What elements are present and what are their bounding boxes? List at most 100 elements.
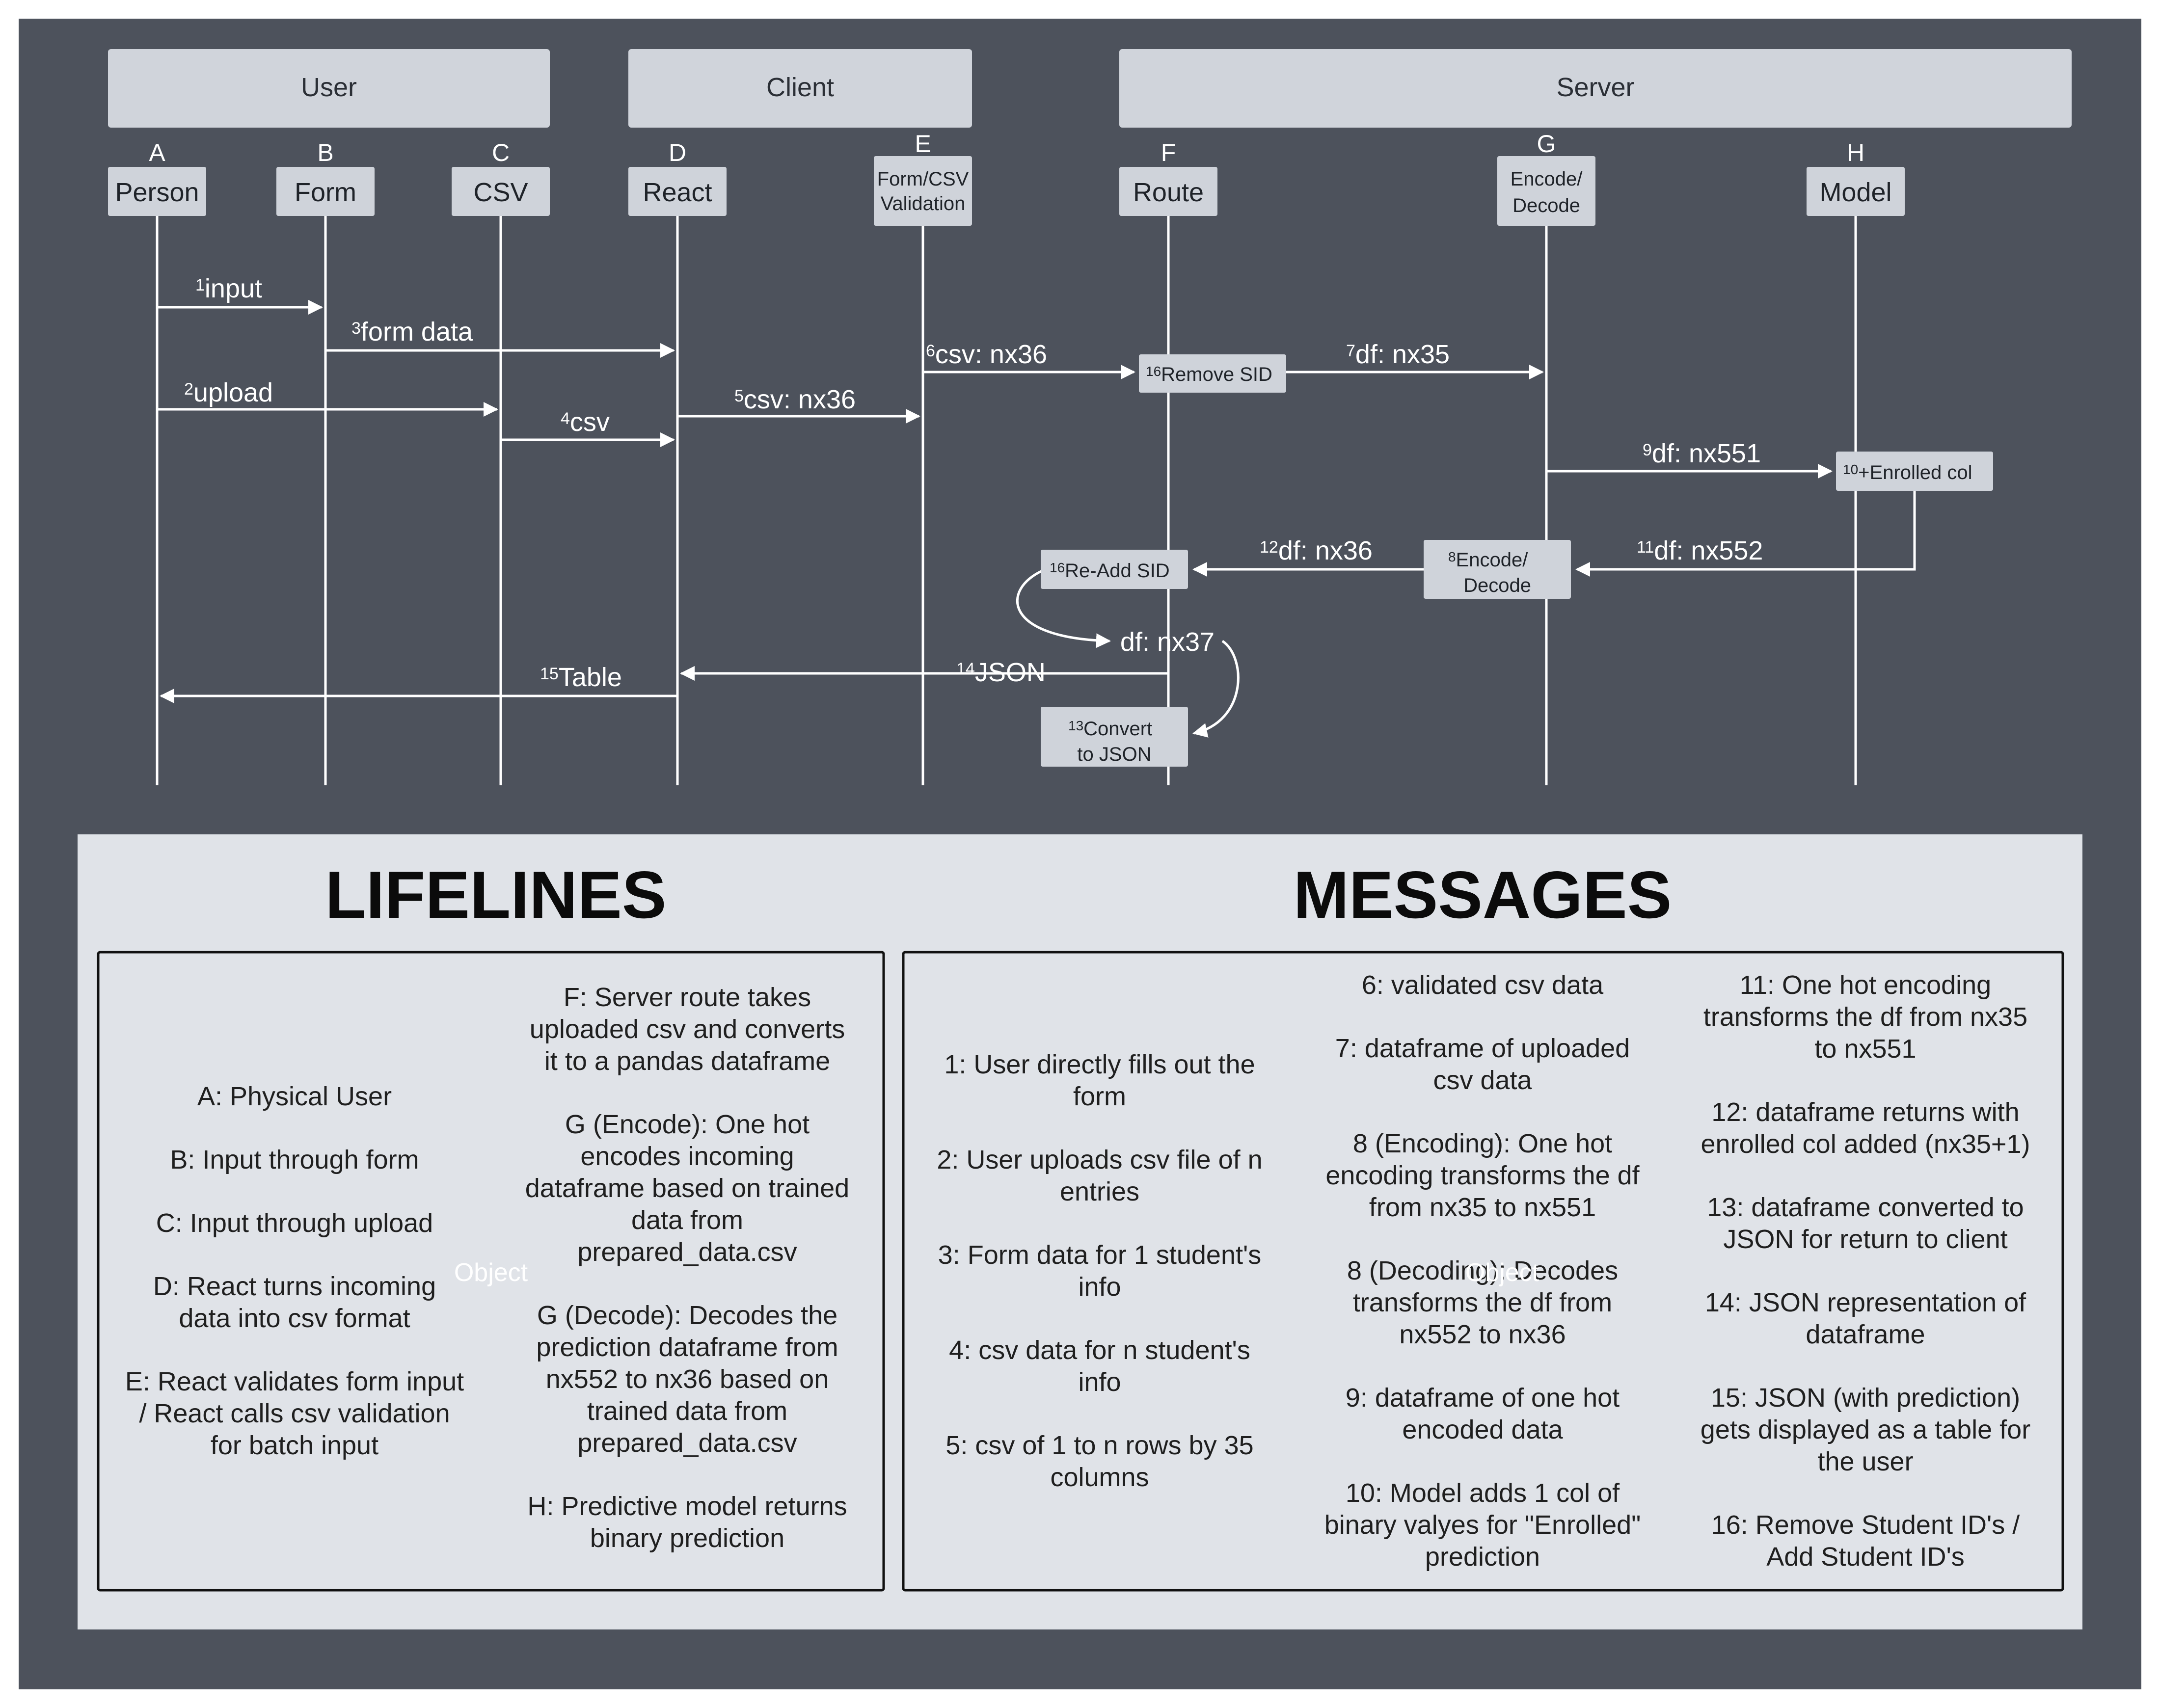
legend-entry-lifelines-col2-3-line-4: trained data from [587,1396,787,1426]
message-label-9: 9df: nx551 [1643,439,1761,468]
legend-lifelines-box [97,951,885,1592]
legend-entry-lifelines-col1-5-line-1: E: React validates form input [125,1367,464,1396]
activation-enrolled-col: 10+Enrolled col [1836,452,1993,491]
legend-entry-messages-col1-5-line-1: 5: csv of 1 to n rows by 35 [945,1431,1253,1460]
legend-entry-lifelines-col2-1-line-1: F: Server route takes [564,983,811,1012]
legend-entry-lifelines-col2-3-line-1: G (Decode): Decodes the [537,1301,837,1330]
activation-convert-json-label-1: 13Convert [1068,718,1152,740]
legend-entry-lifelines-col1-5-line-2: / React calls csv validation [139,1399,450,1428]
message-label-2: 2upload [184,378,273,407]
legend-lifelines-title: LIFELINES [325,857,666,932]
lifeline-head-a-label: Person [115,178,199,207]
legend-entry-messages-col3-4-line-2: dataframe [1806,1320,1925,1349]
legend-entry-messages-col1-3-line-2: info [1078,1272,1121,1302]
activation-convert-json: 13Convert to JSON [1041,707,1188,767]
ghost-object-label-1: Object [454,1258,528,1287]
legend-entry-messages-col1-1-line-1: 1: User directly fills out the [944,1050,1255,1079]
message-label-5: 5csv: nx36 [734,385,856,414]
activation-remove-sid: 16Remove SID [1139,354,1286,393]
activation-encode-decode-label-2: Decode [1463,575,1531,596]
legend-entry-messages-col3-2-line-1: 12: dataframe returns with [1711,1097,2019,1127]
legend-entry-messages-col2-4-line-1: 8 (Decoding): Decodes [1347,1256,1618,1285]
legend-entry-messages-col1-2-line-1: 2: User uploads csv file of n [937,1145,1262,1174]
legend-entry-lifelines-col2-2-line-1: G (Encode): One hot [565,1110,810,1139]
legend-entry-messages-col2-3-line-1: 8 (Encoding): One hot [1353,1129,1612,1158]
lifeline-head-h-label: Model [1819,178,1891,207]
legend-entry-messages-col3-6-line-2: Add Student ID's [1766,1542,1965,1572]
legend-entry-messages-col2-1-line-1: 6: validated csv data [1362,970,1604,1000]
lifeline-head-f: Route [1119,167,1217,216]
message-label-1: 1input [195,274,262,303]
legend-entry-messages-col2-6-line-3: prediction [1425,1542,1540,1572]
lifeline-head-g-label-1: Encode/ [1511,168,1583,190]
legend-entry-messages-col3-3-line-1: 13: dataframe converted to [1707,1193,2024,1222]
legend-messages-col2: 6: validated csv data 7: dataframe of upl… [1324,970,1641,1572]
legend-entry-lifelines-col1-1-line-1: A: Physical User [197,1082,392,1111]
legend-entry-messages-col1-2-line-2: entries [1060,1177,1139,1206]
legend-entry-lifelines-col1-4-line-1: D: React turns incoming [153,1272,436,1301]
lifeline-letter-e: E [915,130,931,158]
lifeline-letter-f: F [1161,139,1176,166]
message-label-15: 15Table [540,663,622,692]
group-header-server: Server [1119,49,2072,128]
legend-entry-messages-col2-6-line-1: 10: Model adds 1 col of [1346,1478,1620,1508]
activation-remove-sid-label: 16Remove SID [1146,364,1272,385]
lifeline-head-d-label: React [643,178,712,207]
legend-entry-lifelines-col2-3-line-2: prediction dataframe from [536,1333,838,1362]
legend-entry-messages-col1-1-line-2: form [1073,1082,1126,1111]
legend-entry-messages-col3-5-line-1: 15: JSON (with prediction) [1711,1383,2020,1413]
lifeline-lines [156,216,1857,785]
legend-entry-messages-col3-2-line-2: enrolled col added (nx35+1) [1701,1129,2030,1159]
legend-entry-messages-col2-2-line-1: 7: dataframe of uploaded [1335,1034,1630,1063]
lifeline-head-e-label-1: Form/CSV [877,168,969,190]
self-arrow-readd [1016,569,1111,648]
legend-entry-messages-col3-4-line-1: 14: JSON representation of [1705,1288,2026,1317]
legend-entry-messages-col3-1-line-1: 11: One hot encoding [1740,970,1991,1000]
legend-entry-lifelines-col1-5-line-3: for batch input [211,1431,378,1460]
legend-entry-lifelines-col1-4-line-2: data into csv format [179,1304,410,1333]
message-label-4: 4csv [561,407,610,437]
legend-entry-lifelines-col1-2-line-1: B: Input through form [170,1145,419,1174]
legend-entry-messages-col2-6-line-2: binary valyes for "Enrolled" [1324,1510,1641,1540]
legend-entry-messages-col2-2-line-2: csv data [1433,1066,1532,1095]
legend-entry-lifelines-col2-2-line-3: dataframe based on trained [525,1174,849,1203]
self-arrow-convert [1192,640,1240,738]
legend-entry-lifelines-col1-3-line-1: C: Input through upload [156,1208,433,1238]
legend-entry-messages-col3-3-line-2: JSON for return to client [1723,1225,2007,1254]
legend-messages-title: MESSAGES [1294,857,1672,932]
lifeline-head-d: React [628,167,727,216]
legend-entry-messages-col1-4-line-1: 4: csv data for n student's [949,1335,1250,1365]
group-header-client: Client [628,49,972,128]
legend-entry-lifelines-col2-3-line-3: nx552 to nx36 based on [546,1364,829,1394]
legend-entry-messages-col2-5-line-2: encoded data [1402,1415,1563,1444]
message-arrow-11 [1575,491,1916,577]
lifeline-letters: A B C D E F G H [149,130,1864,166]
legend-entry-lifelines-col2-4-line-1: H: Predictive model returns [527,1492,847,1521]
legend-entry-messages-col3-6-line-1: 16: Remove Student ID's / [1711,1510,2020,1540]
legend-entry-messages-col3-5-line-3: the user [1817,1447,1913,1476]
lifeline-head-e-label-2: Validation [881,193,966,214]
activation-readd-sid: 16Re-Add SID [1041,550,1188,589]
legend-messages-box [902,951,2064,1592]
legend-entry-messages-col2-4-line-2: transforms the df from [1353,1288,1612,1317]
group-header-user-label: User [301,73,357,102]
lifeline-letter-a: A [149,139,165,166]
message-label-3: 3form data [351,317,473,347]
lifeline-head-h: Model [1807,167,1905,216]
activation-enrolled-col-label: 10+Enrolled col [1843,462,1972,483]
message-label-14: 14JSON [956,658,1046,687]
lifeline-head-g: Encode/ Decode [1497,156,1595,226]
lifeline-head-a: Person [108,167,206,216]
legend-messages-col1: 1: User directly fills out the form 2: Use… [937,1050,1262,1492]
legend-entry-lifelines-col2-3-line-5: prepared_data.csv [577,1428,797,1458]
legend-entry-messages-col3-5-line-2: gets displayed as a table for [1701,1415,2030,1444]
legend-entry-messages-col2-3-line-2: encoding transforms the df [1325,1161,1640,1190]
lifeline-head-e: Form/CSV Validation [874,156,972,226]
lifeline-head-c-label: CSV [473,178,528,207]
lifeline-head-b-label: Form [295,178,356,207]
legend-entry-messages-col3-1-line-3: to nx551 [1814,1034,1916,1064]
legend-entry-lifelines-col2-2-line-4: data from [631,1205,743,1235]
